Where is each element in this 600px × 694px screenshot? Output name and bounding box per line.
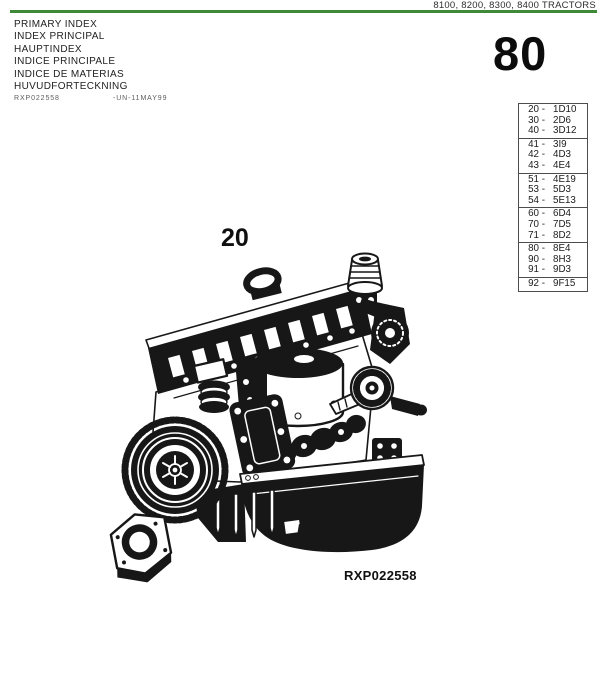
index-title-de: HAUPTINDEX [14,43,82,55]
header-rule [10,10,597,13]
index-title-sv: HUVUDFORTECKNING [14,81,128,93]
table-row: 40 - 3D12 [528,125,577,137]
table-row: 92 - 9F15 [528,277,576,289]
table-row: 71 - 8D2 [528,229,571,241]
table-row: 54 - 5E13 [528,194,576,206]
table-row: 42 - 4D3 [528,149,571,161]
index-title-it: INDICE PRINCIPALE [14,56,116,68]
table-row: 20 - 1D10 [528,104,577,115]
index-table-group: 20 - 1D10 30 - 2D6 40 - 3D12 [519,104,587,139]
table-row: 70 - 7D5 [528,218,571,230]
index-title-list: PRIMARY INDEX INDEX PRINCIPAL HAUPTINDEX… [14,19,128,93]
index-reference-table: 20 - 1D10 30 - 2D6 40 - 3D12 41 - 3I9 42… [518,103,588,292]
table-row: 80 - 8E4 [528,243,571,255]
index-table-group: 80 - 8E4 90 - 8H3 91 - 9D3 [519,243,587,278]
index-table-group: 60 - 6D4 70 - 7D5 71 - 8D2 [519,208,587,244]
table-row: 41 - 3I9 [528,138,567,150]
image-code-suffix: -UN-11MAY99 [113,95,168,102]
image-code: RXP022558 [14,95,60,102]
index-title-en: PRIMARY INDEX [14,19,98,30]
index-title-fr: INDEX PRINCIPAL [14,31,105,43]
index-table-group: 41 - 3I9 42 - 4D3 43 - 4E4 [519,139,587,174]
table-row: 30 - 2D6 [528,114,571,126]
table-row: 53 - 5D3 [528,184,571,196]
table-row: 90 - 8H3 [528,253,571,265]
figure-caption: RXP022558 [344,568,417,583]
section-number: 80 [493,27,548,80]
table-row: 60 - 6D4 [528,208,571,220]
engine-illustration [109,252,427,583]
table-row: 51 - 4E19 [528,173,576,185]
figure-label: 20 [221,224,249,252]
index-table-group: 92 - 9F15 [519,278,587,291]
table-row: 91 - 9D3 [528,264,571,276]
index-title-es: INDICE DE MATERIAS [14,68,125,80]
table-row: 43 - 4E4 [528,159,571,171]
index-table-group: 51 - 4E19 53 - 5D3 54 - 5E13 [519,174,587,209]
tractor-models-header: 8100, 8200, 8300, 8400 TRACTORS [433,0,596,11]
